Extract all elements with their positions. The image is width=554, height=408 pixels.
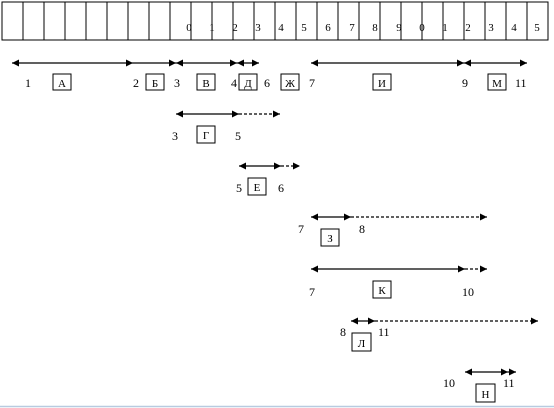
event-label: 11 xyxy=(503,376,515,390)
timeline-label: 4 xyxy=(278,22,284,34)
task-letter: А xyxy=(58,78,66,90)
task-boxes: А Б В Д Ж И М Г Е З К Л Н xyxy=(52,73,507,403)
task-box xyxy=(238,73,258,91)
task-box xyxy=(196,73,216,91)
event-label: 3 xyxy=(174,76,180,90)
task-letter: И xyxy=(378,78,386,90)
task-box xyxy=(487,73,507,91)
task-letter: Н xyxy=(482,389,490,401)
task-letter: З xyxy=(327,233,333,245)
task-box xyxy=(196,125,216,144)
task-letter: К xyxy=(378,285,386,297)
event-label: 3 xyxy=(172,129,178,143)
timeline-label: 8 xyxy=(372,22,378,34)
timeline-label: 6 xyxy=(325,22,331,34)
task-letter: В xyxy=(202,78,209,90)
event-label: 9 xyxy=(462,76,468,90)
task-letter: Д xyxy=(244,78,252,90)
event-label: 10 xyxy=(462,285,474,299)
event-label: 6 xyxy=(278,181,284,195)
timeline-labels: 0 1 2 3 4 5 6 7 8 9 0 1 2 3 4 5 xyxy=(186,22,540,34)
timeline-label: 7 xyxy=(349,22,355,34)
timeline-label: 3 xyxy=(255,22,261,34)
event-labels: 1 2 3 4 6 7 9 11 3 5 5 6 7 8 7 10 8 11 1… xyxy=(25,76,527,390)
task-box xyxy=(145,73,165,91)
timeline-label: 5 xyxy=(534,22,540,34)
timeline-header: 0 1 2 3 4 5 6 7 8 9 0 1 2 3 4 5 xyxy=(1,1,549,41)
timeline-label: 0 xyxy=(186,22,192,34)
timeline-label: 2 xyxy=(232,22,238,34)
event-label: 5 xyxy=(235,129,241,143)
task-box xyxy=(52,73,72,91)
task-box xyxy=(320,228,340,247)
task-box xyxy=(247,177,267,196)
event-label: 7 xyxy=(309,76,315,90)
event-label: 1 xyxy=(25,76,31,90)
task-box xyxy=(372,73,392,91)
task-arrows xyxy=(12,59,538,376)
event-label: 8 xyxy=(359,222,365,236)
timeline-label: 9 xyxy=(396,22,402,34)
task-letter: Б xyxy=(152,78,158,90)
task-box xyxy=(372,280,392,299)
task-letter: Г xyxy=(203,130,209,142)
event-label: 11 xyxy=(515,76,527,90)
task-box xyxy=(475,383,496,403)
task-letter: Ж xyxy=(285,78,295,90)
event-label: 2 xyxy=(133,76,139,90)
event-label: 6 xyxy=(264,76,270,90)
event-label: 8 xyxy=(340,325,346,339)
event-label: 7 xyxy=(309,285,315,299)
timeline-label: 4 xyxy=(511,22,517,34)
timeline-label: 2 xyxy=(465,22,471,34)
timeline-label: 1 xyxy=(442,22,448,34)
timeline-label: 0 xyxy=(419,22,425,34)
event-label: 4 xyxy=(231,76,237,90)
task-letter: М xyxy=(492,78,502,90)
timeline-grid xyxy=(22,2,528,40)
timeline-label: 5 xyxy=(301,22,307,34)
timeline-label: 3 xyxy=(488,22,494,34)
task-box xyxy=(280,73,300,91)
task-letter: Е xyxy=(254,182,261,194)
timeline-label: 1 xyxy=(209,22,215,34)
event-label: 10 xyxy=(443,376,455,390)
task-letter: Л xyxy=(358,338,366,350)
event-label: 11 xyxy=(378,325,390,339)
task-box xyxy=(351,332,372,352)
event-label: 5 xyxy=(236,181,242,195)
event-label: 7 xyxy=(298,222,304,236)
